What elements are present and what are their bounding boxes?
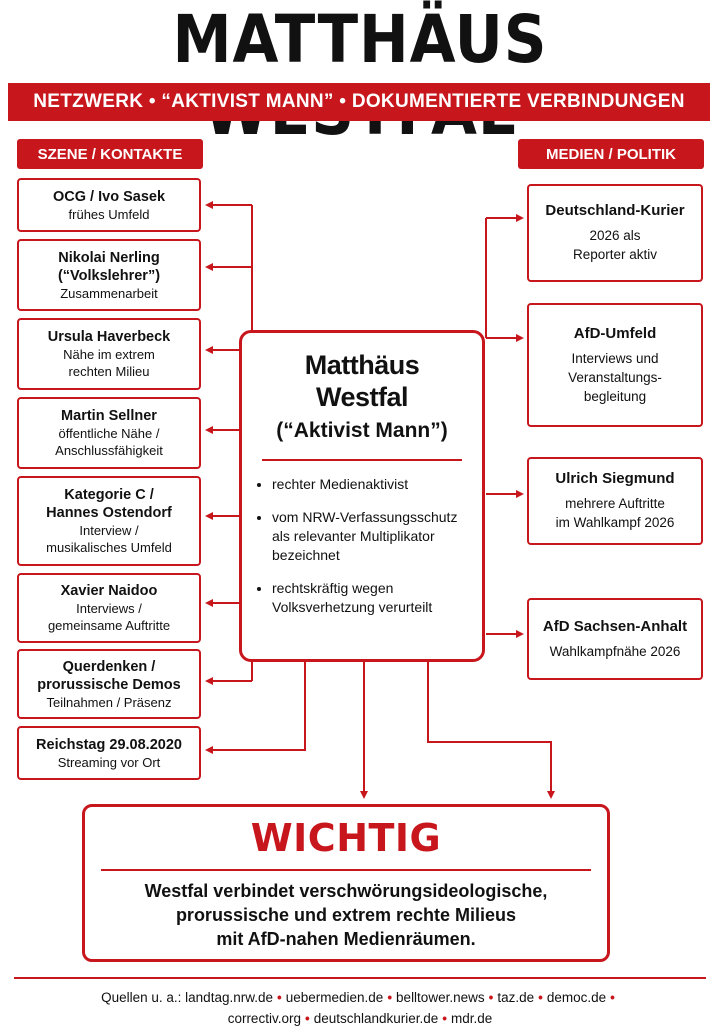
- source-link[interactable]: taz.de: [497, 990, 535, 1005]
- center-divider: [262, 459, 462, 461]
- right-item-name: Ulrich Siegmund: [555, 470, 675, 487]
- source-link[interactable]: democ.de: [546, 990, 607, 1005]
- source-link[interactable]: landtag.nrw.de: [185, 990, 273, 1005]
- arrow-down-2: [427, 662, 555, 799]
- source-link[interactable]: correctiv.org: [227, 1011, 301, 1026]
- important-box: WICHTIG Westfal verbindet verschwörungsi…: [82, 804, 610, 962]
- center-bullet: vom NRW-Verfassungsschutz als relevanter…: [272, 508, 468, 565]
- center-alias: (“Aktivist Mann”): [276, 419, 448, 442]
- left-item-name: Querdenken / prorussische Demos: [37, 658, 181, 693]
- left-item-box: Ursula Haverbeck Nähe im extrem rechten …: [17, 318, 201, 390]
- right-item-box: AfD Sachsen-Anhalt Wahlkampfnähe 2026: [527, 598, 703, 680]
- subtitle-banner: NETZWERK • “AKTIVIST MANN” • DOKUMENTIER…: [8, 83, 710, 121]
- left-item-desc: Nähe im extrem rechten Milieu: [63, 347, 155, 379]
- left-item-desc: Teilnahmen / Präsenz: [46, 694, 172, 710]
- left-item-name: Xavier Naidoo: [60, 583, 158, 599]
- left-item-name: Martin Sellner: [61, 408, 157, 424]
- left-item-desc: Interviews / gemeinsame Auftritte: [47, 601, 171, 633]
- footer-divider: [14, 977, 706, 979]
- right-item-box: Ulrich Siegmund mehrere Auftritte im Wah…: [527, 457, 703, 545]
- important-heading: WICHTIG: [250, 816, 442, 860]
- right-item-name: Deutschland-Kurier: [545, 202, 685, 219]
- right-item-name: AfD-Umfeld: [573, 324, 657, 342]
- right-item-box: Deutschland-Kurier 2026 als Reporter akt…: [527, 184, 703, 282]
- left-item-box: Martin Sellner öffentliche Nähe / Anschl…: [17, 397, 201, 469]
- source-link[interactable]: uebermedien.de: [285, 990, 384, 1005]
- right-section-header: MEDIEN / POLITIK: [518, 139, 704, 169]
- center-bullet-list: rechter Medienaktivist vom NRW-Verfassun…: [256, 475, 468, 617]
- left-item-box: Reichstag 29.08.2020 Streaming vor Ort: [17, 726, 201, 780]
- center-bullet: rechtskräftig wegen Volksverhetzung veru…: [272, 579, 468, 617]
- center-profile-box: Matthäus Westfal (“Aktivist Mann”) recht…: [239, 330, 485, 662]
- right-item-desc: Interviews und Veranstaltungs- begleitun…: [568, 350, 662, 404]
- source-link[interactable]: deutschlandkurier.de: [313, 1011, 439, 1026]
- sources-footer: Quellen u. a.: landtag.nrw.de•uebermedie…: [101, 990, 615, 1026]
- left-section-header: SZENE / KONTAKTE: [17, 139, 203, 169]
- left-item-box: Kategorie C / Hannes Ostendorf Interview…: [17, 476, 201, 566]
- center-bullet: rechter Medienaktivist: [272, 475, 468, 494]
- left-item-box: Querdenken / prorussische Demos Teilnahm…: [17, 649, 201, 719]
- source-link[interactable]: belltower.news: [396, 990, 485, 1005]
- center-name: Matthäus Westfal: [304, 350, 420, 412]
- source-link[interactable]: mdr.de: [451, 1011, 493, 1026]
- right-item-desc: 2026 als Reporter aktiv: [572, 228, 658, 262]
- left-item-name: OCG / Ivo Sasek: [52, 188, 166, 205]
- left-item-box: Nikolai Nerling (“Volkslehrer”) Zusammen…: [17, 239, 201, 311]
- left-item-name: Nikolai Nerling (“Volkslehrer”): [57, 249, 161, 284]
- left-item-desc: Interview / musikalisches Umfeld: [46, 523, 172, 555]
- left-item-name: Ursula Haverbeck: [47, 329, 171, 345]
- left-item-name: Reichstag 29.08.2020: [36, 736, 182, 753]
- left-item-desc: Zusammenarbeit: [60, 285, 158, 301]
- important-divider: [101, 869, 591, 871]
- left-item-desc: frühes Umfeld: [68, 206, 150, 222]
- left-item-name: Kategorie C / Hannes Ostendorf: [46, 487, 172, 521]
- important-text: Westfal verbindet verschwörungsideologis…: [144, 881, 548, 949]
- right-item-desc: mehrere Auftritte im Wahlkampf 2026: [555, 496, 675, 530]
- right-item-box: AfD-Umfeld Interviews und Veranstaltungs…: [527, 303, 703, 427]
- left-item-desc: Streaming vor Ort: [57, 754, 161, 770]
- sources-label: Quellen u. a.:: [101, 990, 182, 1005]
- right-item-desc: Wahlkampfnähe 2026: [549, 643, 681, 659]
- left-item-desc: öffentliche Nähe / Anschlussfähigkeit: [55, 426, 163, 458]
- left-item-box: Xavier Naidoo Interviews / gemeinsame Au…: [17, 573, 201, 643]
- arrow-left-8: [205, 662, 306, 754]
- left-item-box: OCG / Ivo Sasek frühes Umfeld: [17, 178, 201, 232]
- right-item-name: AfD Sachsen-Anhalt: [542, 617, 688, 635]
